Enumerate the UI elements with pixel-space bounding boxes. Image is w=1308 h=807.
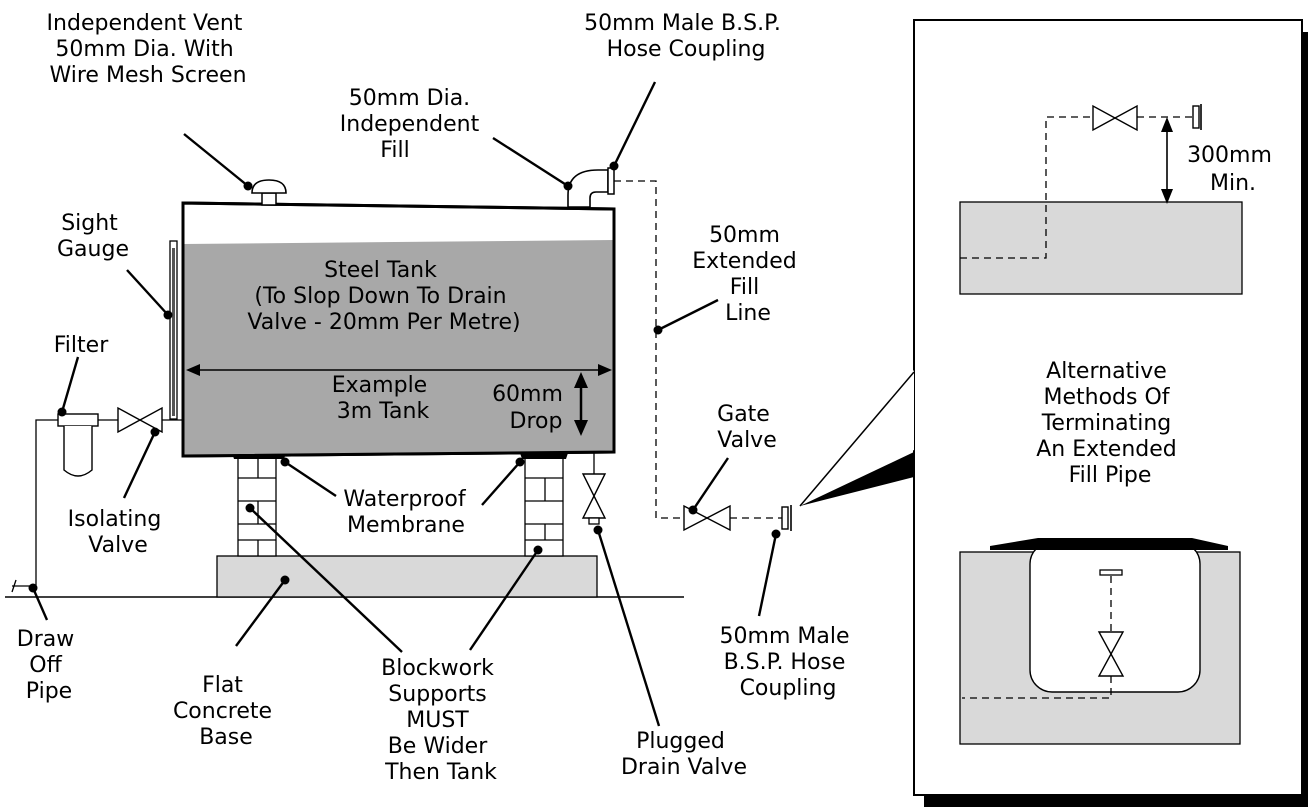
min-clearance-label: 300mm Min. (1187, 143, 1279, 196)
leader-lines (28, 81, 781, 727)
clearance-arrow (1161, 117, 1173, 204)
sight-gauge-label: Sight Gauge (57, 211, 129, 262)
chamber-lid (990, 538, 1228, 550)
alternative-methods-panel: 300mm Min. Alternative Methods Of Termin… (799, 19, 1308, 807)
vent-cap-icon (251, 179, 287, 206)
inset-coupling-icon (1192, 105, 1200, 129)
drain-valve-icon (581, 473, 607, 525)
filter-label: Filter (54, 333, 109, 358)
alternative-methods-title: Alternative Methods Of Terminating An Ex… (1036, 359, 1183, 488)
inset-gate-valve-icon (1092, 104, 1138, 132)
drain-valve-label: Plugged Drain Valve (621, 729, 747, 780)
gate-valve-label: Gate Valve (717, 402, 777, 453)
extended-fill-line (614, 180, 684, 519)
inset-tank-top (959, 201, 1243, 295)
fill-label: 50mm Dia. Independent Fill (340, 86, 486, 163)
vent-label: Independent Vent 50mm Dia. With Wire Mes… (47, 11, 250, 88)
drop-arrow (574, 372, 588, 436)
extended-fill-label: 50mm Extended Fill Line (692, 223, 804, 326)
blockwork-left (237, 455, 277, 557)
concrete-base-label: Flat Concrete Base (173, 673, 279, 750)
coupling-top-label: 50mm Male B.S.P. Hose Coupling (584, 11, 788, 62)
example-label: Example 3m Tank (332, 373, 434, 424)
tank-label: Steel Tank (To Slop Down To Drain Valve … (247, 258, 520, 335)
filter-icon (57, 413, 99, 477)
chamber-coupling-icon (1099, 569, 1123, 576)
sight-gauge-tube (169, 240, 178, 420)
blockwork-label: Blockwork Supports MUST Be Wider Then Ta… (381, 656, 501, 785)
blockwork-right (524, 455, 564, 557)
membrane-right (520, 453, 568, 459)
coupling-bottom-label: 50mm Male B.S.P. Hose Coupling (720, 624, 857, 701)
hose-coupling-icon (781, 506, 789, 530)
draw-off-pipe (35, 419, 60, 586)
isolating-valve-label: Isolating Valve (68, 507, 169, 558)
membrane-label: Waterproof Membrane (343, 487, 472, 538)
draw-off-label: Draw Off Pipe (17, 627, 81, 704)
tank-width-arrow (186, 364, 612, 376)
drop-label: 60mm Drop (492, 382, 570, 434)
tank-contents (183, 240, 614, 456)
chamber-gate-valve-icon (1097, 631, 1125, 677)
concrete-base (216, 555, 598, 598)
callout-pointer-shadow (800, 452, 914, 506)
fill-elbow-icon (567, 167, 615, 208)
isolating-valve-icon (117, 406, 163, 434)
